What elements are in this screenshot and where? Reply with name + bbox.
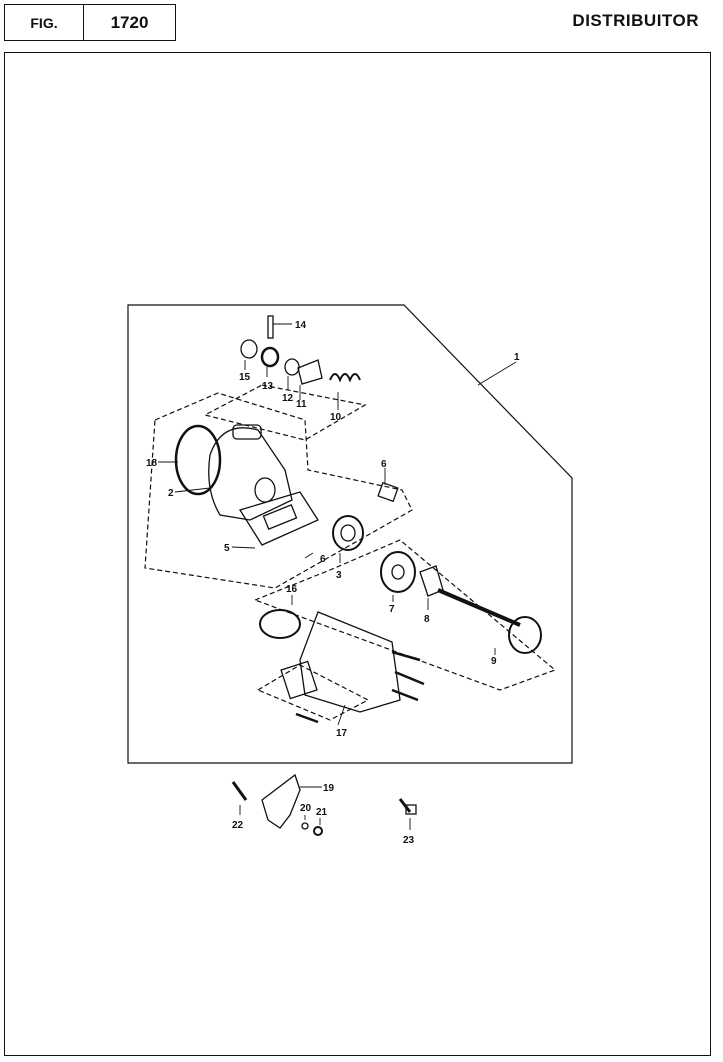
callout-16: 16 bbox=[286, 584, 298, 595]
stud bbox=[231, 781, 248, 801]
callout-13: 13 bbox=[262, 381, 274, 392]
cap-screw bbox=[295, 712, 319, 724]
callout-11: 11 bbox=[296, 399, 307, 410]
callout-20: 20 bbox=[300, 803, 312, 814]
callout-18: 18 bbox=[146, 458, 158, 469]
bolt bbox=[398, 798, 412, 813]
reluctor bbox=[380, 551, 416, 593]
callout-15: 15 bbox=[239, 372, 251, 383]
group-box-shaft bbox=[253, 539, 557, 691]
callout-5: 5 bbox=[224, 543, 230, 554]
ignition-module bbox=[238, 491, 319, 546]
lock-washer bbox=[301, 822, 309, 830]
callout-3: 3 bbox=[336, 570, 342, 581]
drive-gear bbox=[260, 346, 280, 368]
group-box-cap bbox=[256, 664, 370, 721]
callout-1: 1 bbox=[514, 352, 520, 363]
callout-22: 22 bbox=[232, 820, 244, 831]
module-screw bbox=[377, 481, 399, 503]
page-title: DISTRIBUITOR bbox=[572, 11, 699, 30]
snap-ring bbox=[240, 339, 258, 359]
callout-23: 23 bbox=[403, 835, 415, 846]
group-box-upper bbox=[203, 384, 367, 441]
callout-12: 12 bbox=[282, 393, 294, 404]
callout-2: 2 bbox=[168, 488, 174, 499]
callout-19: 19 bbox=[323, 783, 335, 794]
hold-down-bracket bbox=[261, 773, 301, 829]
hex-nut bbox=[313, 826, 323, 836]
callout-17: 17 bbox=[336, 728, 348, 739]
thrust-washer bbox=[284, 358, 300, 376]
callout-6b: 6 bbox=[320, 554, 326, 565]
distributor-housing bbox=[208, 427, 293, 521]
group-box-housing bbox=[144, 392, 413, 589]
pickup-coil bbox=[332, 515, 364, 551]
distributor-cap bbox=[299, 611, 401, 713]
roll-pin bbox=[267, 315, 274, 339]
o-ring bbox=[174, 424, 222, 496]
spring bbox=[329, 373, 361, 383]
callout-9: 9 bbox=[491, 656, 497, 667]
rotor bbox=[259, 609, 301, 639]
assembly-outline bbox=[127, 304, 573, 764]
bushing bbox=[297, 359, 323, 385]
main-shaft bbox=[437, 588, 521, 627]
callout-6a: 6 bbox=[381, 459, 387, 470]
callout-7: 7 bbox=[389, 604, 395, 615]
fig-label: FIG. bbox=[5, 5, 84, 40]
callout-8: 8 bbox=[424, 614, 430, 625]
callout-14: 14 bbox=[295, 320, 307, 331]
diagram-frame bbox=[4, 52, 711, 1056]
callout-21: 21 bbox=[316, 807, 328, 818]
fig-number: 1720 bbox=[110, 12, 149, 32]
callout-10: 10 bbox=[330, 412, 342, 423]
figure-id-box: FIG. 1720 bbox=[4, 4, 176, 41]
